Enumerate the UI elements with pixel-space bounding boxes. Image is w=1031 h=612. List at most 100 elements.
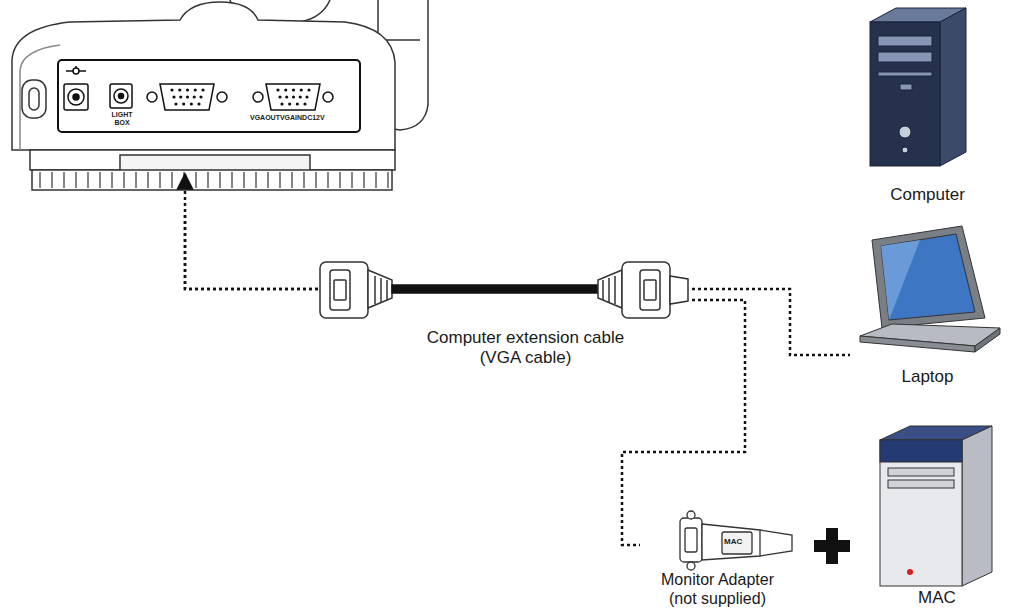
dotted-connection <box>185 174 318 289</box>
document-camera <box>12 0 428 190</box>
monitor-adapter <box>680 518 702 562</box>
document-camera <box>20 45 60 150</box>
camera-feet <box>123 172 124 188</box>
camera-feet <box>375 172 376 188</box>
device-caption: Monitor Adapter (not supplied) <box>650 570 785 608</box>
vga-pins <box>182 102 185 105</box>
vga-cable <box>640 270 660 310</box>
dc-jack <box>73 68 79 74</box>
vga-pins <box>197 102 200 105</box>
camera-feet <box>363 172 364 188</box>
laptop <box>860 336 975 352</box>
vga-cable <box>392 285 598 293</box>
mac-tower <box>888 468 954 476</box>
light-box-jack <box>110 84 132 108</box>
vga-pins <box>284 88 287 91</box>
monitor-adapter <box>759 530 760 556</box>
vga-pins <box>278 95 281 98</box>
vga-in-port <box>253 92 263 102</box>
vga-pins <box>186 88 189 91</box>
monitor-adapter <box>680 511 792 570</box>
camera-feet <box>99 172 100 188</box>
device-caption: Computer <box>860 185 995 205</box>
laptop <box>860 226 1000 352</box>
dc-jack <box>68 89 84 105</box>
port-label: VGAOUTVGAINDC12V <box>250 114 360 122</box>
camera-feet <box>39 172 40 188</box>
vga-pins <box>300 88 303 91</box>
computer-tower <box>878 72 932 76</box>
light-box-jack <box>114 89 128 103</box>
vga-pins <box>178 88 181 91</box>
document-camera <box>58 60 360 132</box>
vga-cable <box>622 262 670 318</box>
computer-tower <box>870 22 940 166</box>
camera-feet <box>63 172 64 188</box>
camera-feet <box>243 172 244 188</box>
monitor-adapter <box>722 532 752 554</box>
adapter-marking: MAC <box>724 537 742 546</box>
vga-pins <box>199 95 202 98</box>
vga-pins <box>307 88 310 91</box>
device-caption: Laptop <box>850 367 1005 387</box>
vga-in-port <box>266 84 320 110</box>
vga-pins <box>276 88 279 91</box>
vga-pins <box>292 88 295 91</box>
vga-cable <box>330 270 350 310</box>
camera-feet <box>351 172 352 188</box>
device-caption: MAC <box>872 588 1002 608</box>
camera-feet <box>147 172 148 188</box>
dotted-connection <box>185 212 318 289</box>
vga-cable <box>368 270 392 308</box>
mac-tower <box>962 426 992 586</box>
mac-tower <box>880 440 962 586</box>
camera-feet <box>111 172 112 188</box>
mac-tower <box>888 480 954 488</box>
mac-tower <box>880 440 962 462</box>
laptop <box>881 234 975 320</box>
vga-pins <box>190 102 193 105</box>
camera-feet <box>75 172 76 188</box>
monitor-adapter <box>687 511 695 519</box>
document-camera <box>12 2 395 150</box>
vga-in-port <box>253 84 333 110</box>
vga-out-port <box>160 84 214 110</box>
vga-cable <box>320 262 688 318</box>
camera-feet <box>195 172 196 188</box>
vga-cable <box>670 276 688 304</box>
vga-pins <box>179 95 182 98</box>
vga-pins <box>305 95 308 98</box>
computer-tower <box>878 36 932 46</box>
dotted-connection <box>622 300 745 545</box>
camera-feet <box>51 172 52 188</box>
vga-out-port <box>147 84 227 110</box>
vga-pins <box>296 102 299 105</box>
vga-pins <box>303 102 306 105</box>
document-camera <box>32 170 392 190</box>
camera-feet <box>219 172 220 188</box>
camera-feet <box>315 172 316 188</box>
vga-pins <box>193 95 196 98</box>
monitor-adapter <box>687 562 695 570</box>
vga-out-port <box>217 92 227 102</box>
laptop <box>872 226 985 328</box>
dc-jack <box>73 94 79 100</box>
camera-feet <box>327 172 328 188</box>
camera-feet <box>231 172 232 188</box>
port-label: LIGHT BOX <box>106 111 138 128</box>
computer-tower <box>902 147 908 153</box>
vga-cable <box>375 276 387 304</box>
camera-feet <box>40 172 388 188</box>
vga-pins <box>194 88 197 91</box>
vga-pins <box>174 102 177 105</box>
dc-jack <box>64 66 88 110</box>
monitor-adapter <box>685 528 697 552</box>
mac-tower <box>907 569 913 575</box>
vga-out-port <box>147 92 157 102</box>
computer-tower <box>940 8 966 166</box>
mac-tower <box>880 426 992 586</box>
camera-feet <box>255 172 256 188</box>
camera-feet <box>279 172 280 188</box>
device-caption: Computer extension cable (VGA cable) <box>418 328 633 369</box>
vga-cable <box>598 270 622 308</box>
